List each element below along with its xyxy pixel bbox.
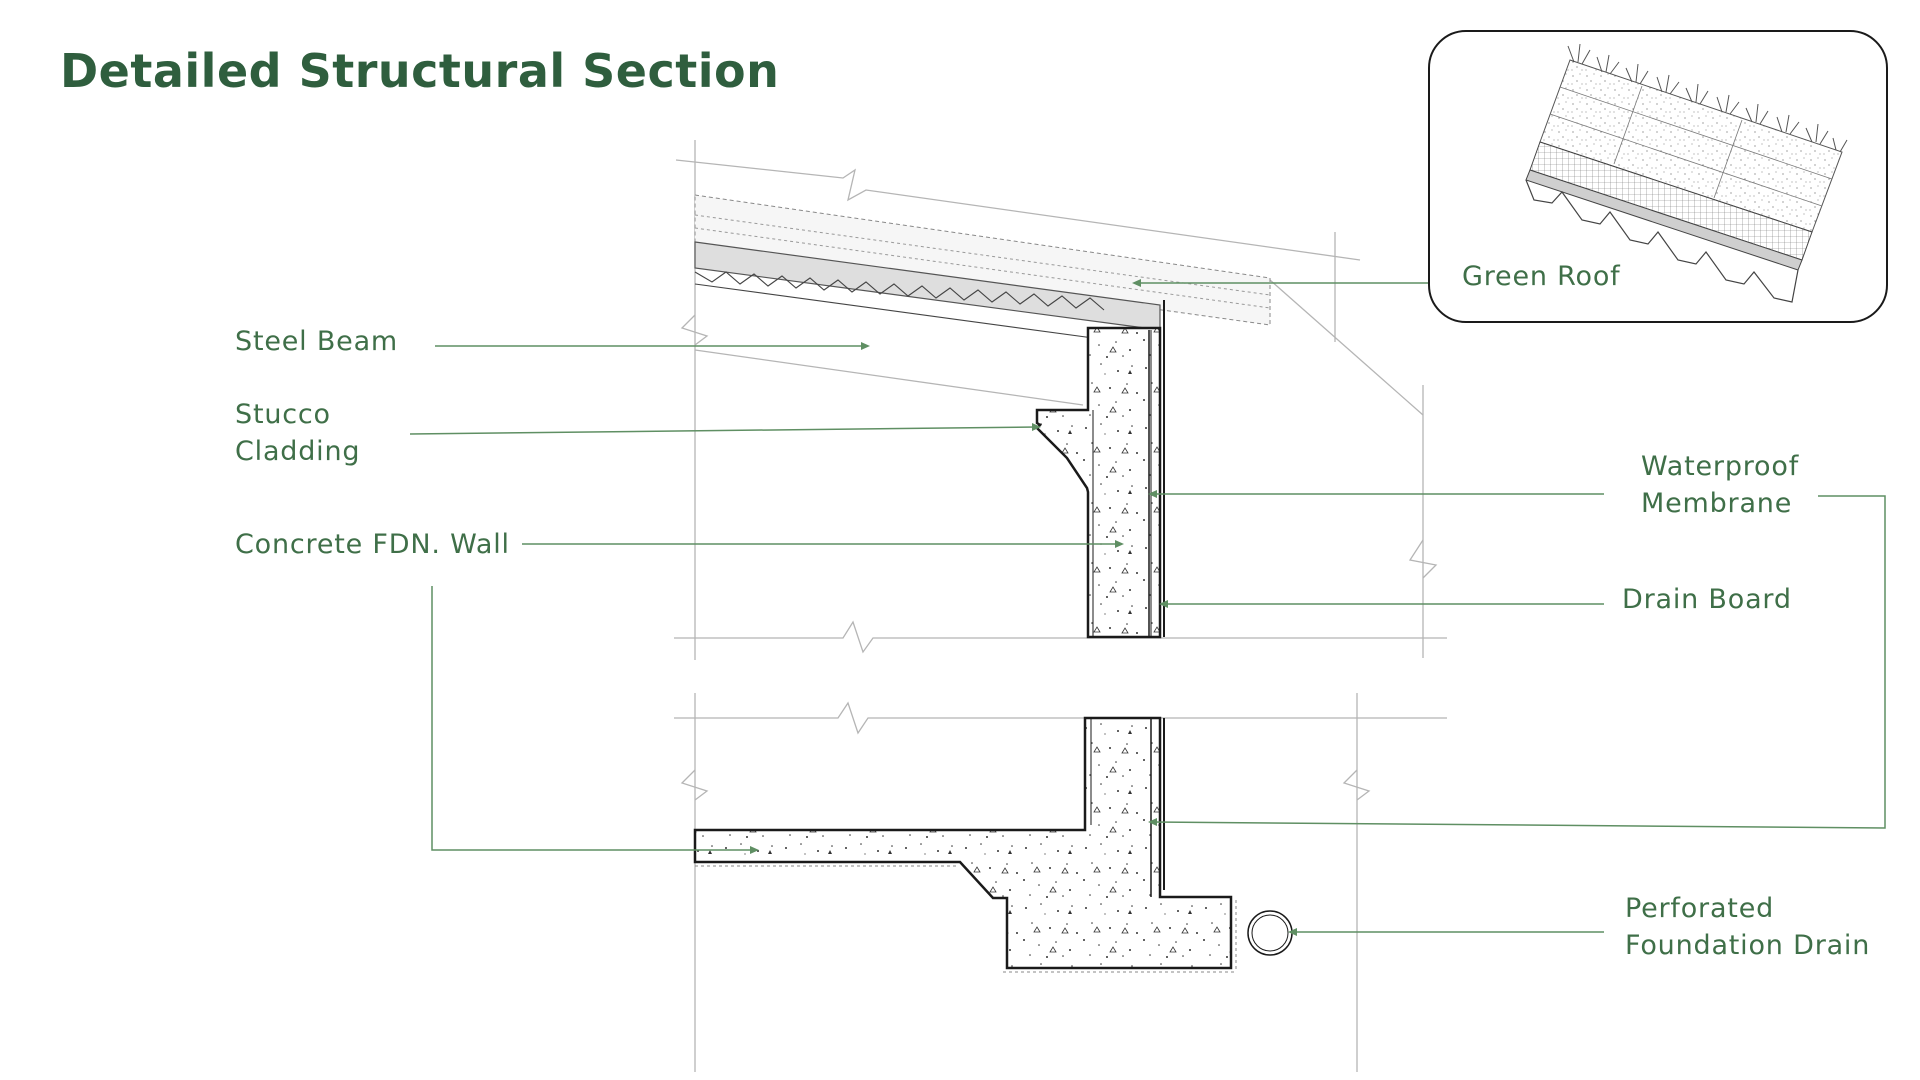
- label-waterproof-line1: Waterproof: [1641, 451, 1800, 482]
- leader-waterproof-membrane-lower: [1151, 495, 1886, 829]
- roof-assembly: [694, 194, 1271, 341]
- perforated-drain-pipe: [1247, 910, 1293, 956]
- label-stucco-line1: Stucco: [235, 399, 331, 430]
- upper-wall: [1035, 300, 1165, 639]
- label-perforated-line2: Foundation Drain: [1625, 930, 1871, 961]
- label-drain-board: Drain Board: [1622, 584, 1792, 615]
- leader-concrete-fdn-wall-slab: [431, 586, 755, 851]
- lower-foundation: [693, 716, 1237, 973]
- green-roof-illustration: [1525, 43, 1848, 303]
- leader-arrowheads: [750, 279, 1297, 936]
- label-steel-beam: Steel Beam: [235, 326, 399, 357]
- label-green-roof: Green Roof: [1462, 261, 1621, 292]
- leader-stucco-cladding: [409, 426, 1038, 435]
- leader-lines: [409, 282, 1886, 933]
- label-concrete-fdn-wall: Concrete FDN. Wall: [235, 529, 510, 560]
- page-title: Detailed Structural Section: [60, 44, 780, 98]
- label-stucco-line2: Cladding: [235, 436, 361, 467]
- green-roof-inset: Green Roof: [1428, 30, 1888, 323]
- reference-lines: [674, 140, 1447, 1072]
- label-perforated-line1: Perforated: [1625, 893, 1775, 924]
- label-waterproof-line2: Membrane: [1641, 488, 1793, 519]
